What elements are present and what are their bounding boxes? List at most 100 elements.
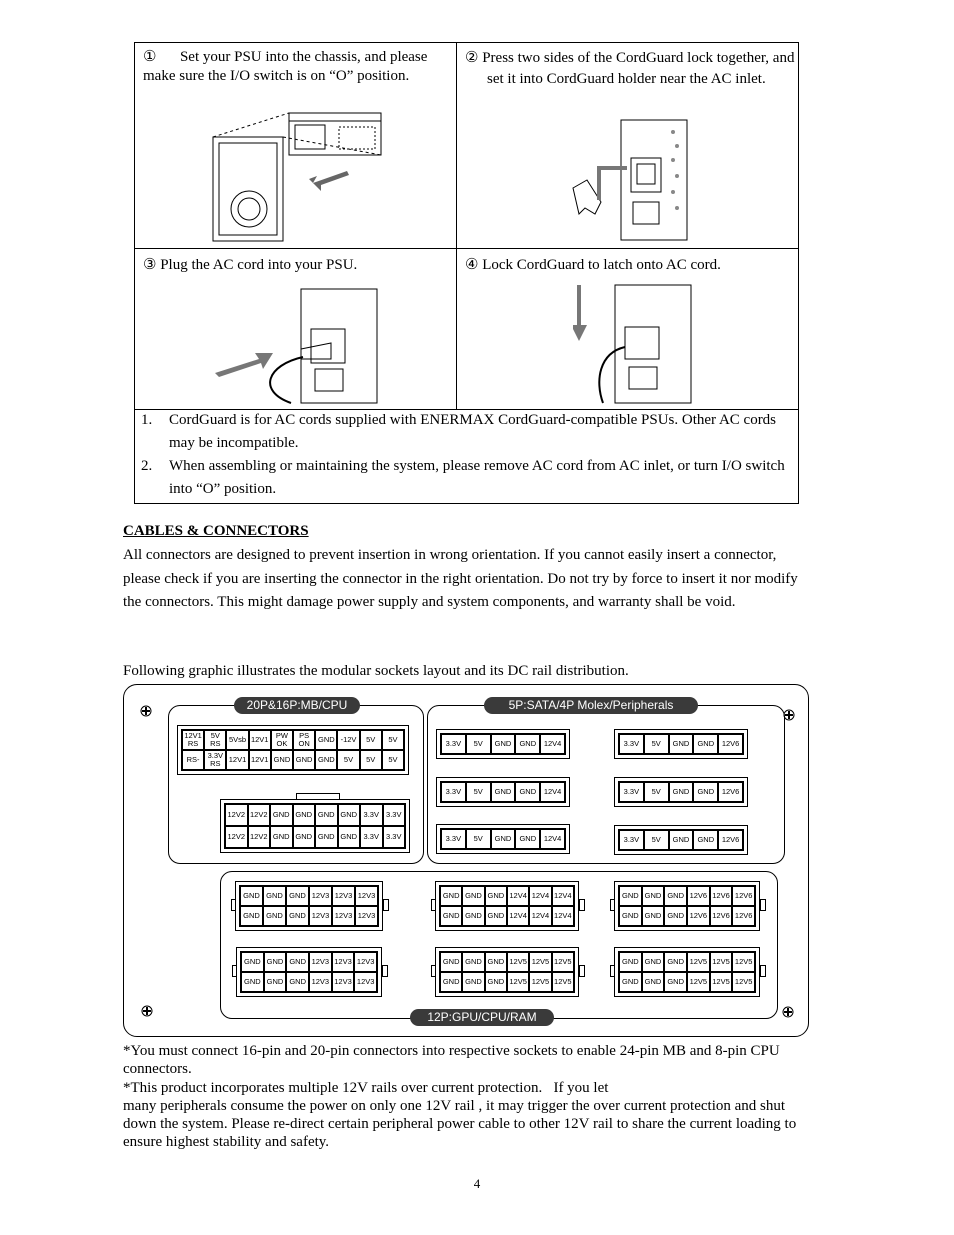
footnote-rails-line1: *This product incorporates multiple 12V … — [123, 1080, 609, 1096]
table-divider — [456, 43, 457, 409]
cpu-16pin-socket: 12V2 12V2 GND GND GND GND 3.3V 3.3V 12V2… — [220, 799, 410, 853]
note-item: 2. When assembling or maintaining the sy… — [141, 458, 785, 497]
pin: 12V1 — [248, 730, 271, 750]
pin: GND — [484, 906, 507, 926]
pin: 12V4 — [540, 782, 565, 802]
pin: GND — [664, 972, 688, 992]
pin: GND — [641, 886, 665, 906]
mb-20pin-socket: 12V1 RS 5V RS 5Vsb 12V1 PW OK PS ON GND … — [177, 725, 409, 775]
pin-row: GND GND GND 12V6 12V6 12V6 — [619, 906, 756, 926]
pin: 12V3 — [332, 886, 355, 906]
pin: GND — [293, 750, 316, 770]
pin: GND — [668, 782, 694, 802]
pin: GND — [337, 826, 360, 848]
step-text: Lock CordGuard to latch onto AC cord. — [482, 257, 721, 273]
pin: 12V3 — [354, 952, 378, 972]
pin: GND — [484, 952, 507, 972]
pin: GND — [619, 906, 642, 926]
gpu-12pin-socket: GND GND GND 12V5 12V5 12V5 GND GND GND 1… — [614, 947, 760, 997]
pin: 12V5 — [687, 972, 710, 992]
step-text: Press two sides of the CordGuard lock to… — [482, 50, 795, 87]
pin: GND — [240, 886, 263, 906]
pin: 5V — [465, 734, 491, 754]
pin: 12V5 — [551, 972, 574, 992]
pin-row: 3.3V 5V GND GND 12V4 — [441, 782, 565, 802]
pin-row: GND GND GND 12V3 12V3 12V3 — [240, 906, 378, 926]
pin: 5V — [643, 782, 669, 802]
pin: 5V — [359, 730, 382, 750]
pin: GND — [619, 952, 642, 972]
pin: GND — [241, 972, 264, 992]
pin: 12V5 — [687, 952, 710, 972]
pin: 5V — [465, 782, 491, 802]
pin: GND — [315, 750, 338, 770]
pin: GND — [240, 906, 263, 926]
pin-row: GND GND GND 12V3 12V3 12V3 — [241, 952, 378, 972]
pin: GND — [693, 782, 719, 802]
pin: GND — [263, 952, 287, 972]
pin: GND — [664, 952, 688, 972]
pin: GND — [270, 804, 293, 826]
pin: 12V3 — [355, 906, 378, 926]
pin: 5V — [643, 734, 669, 754]
pin: GND — [263, 906, 286, 926]
label-mb-cpu: 20P&16P:MB/CPU — [234, 697, 360, 714]
pin: GND — [462, 972, 485, 992]
screw-icon — [782, 1006, 794, 1018]
screw-icon — [140, 705, 152, 717]
pin: 12V5 — [506, 972, 530, 992]
peripheral-socket: 3.3V 5V GND GND 12V6 — [614, 777, 748, 807]
pin-row: GND GND GND 12V3 12V3 12V3 — [241, 972, 378, 992]
peripheral-socket: 3.3V 5V GND GND 12V4 — [436, 729, 570, 759]
step-text: Set your PSU into the chassis, and pleas… — [143, 49, 428, 84]
pin-row: 3.3V 5V GND GND 12V4 — [441, 734, 565, 754]
gpu-12pin-socket: GND GND GND 12V4 12V4 12V4 GND GND GND 1… — [435, 881, 579, 931]
pin: GND — [263, 886, 286, 906]
note-item: 1. CordGuard is for AC cords supplied wi… — [141, 412, 777, 451]
step-text: Plug the AC cord into your PSU. — [160, 257, 358, 273]
pin: GND — [693, 734, 719, 754]
pin: 12V4 — [506, 886, 530, 906]
pin: 12V4 — [551, 906, 574, 926]
pin-row: 3.3V 5V GND GND 12V6 — [619, 782, 743, 802]
psu-install-illustration — [212, 112, 382, 242]
pin: GND — [641, 972, 665, 992]
pin-row: GND GND GND 12V5 12V5 12V5 — [619, 972, 756, 992]
pin: PS ON — [293, 730, 316, 750]
pin: GND — [440, 952, 463, 972]
pin: 12V6 — [732, 906, 756, 926]
pin: GND — [515, 734, 541, 754]
pin: 12V6 — [718, 782, 743, 802]
pin: 12V6 — [709, 886, 733, 906]
pin: RS- — [182, 750, 205, 770]
pin: 12V2 — [225, 826, 248, 848]
socket-latch — [382, 965, 388, 977]
socket-latch — [383, 899, 389, 911]
connectors-paragraph: All connectors are designed to prevent i… — [123, 547, 798, 610]
pin-row: 12V1 RS 5V RS 5Vsb 12V1 PW OK PS ON GND … — [182, 730, 405, 750]
pin: 12V5 — [529, 952, 552, 972]
pin-row: GND GND GND 12V5 12V5 12V5 — [440, 952, 574, 972]
pin: 12V4 — [540, 734, 565, 754]
pin: GND — [292, 826, 315, 848]
pin: GND — [641, 952, 665, 972]
pin: GND — [337, 804, 360, 826]
pin: 12V5 — [551, 952, 574, 972]
socket-latch — [579, 965, 585, 977]
pin: GND — [315, 730, 338, 750]
pin: 3.3V — [441, 734, 466, 754]
pin: GND — [484, 886, 507, 906]
pin: 5V — [381, 750, 405, 770]
pin: 12V6 — [687, 906, 710, 926]
pin: GND — [664, 886, 688, 906]
pin: 3.3V — [619, 734, 644, 754]
pin: 12V1 RS — [182, 730, 205, 750]
pin: GND — [664, 906, 688, 926]
table-divider — [135, 409, 798, 410]
pin-row: 12V2 12V2 GND GND GND GND 3.3V 3.3V — [225, 826, 405, 848]
pin: -12V — [337, 730, 360, 750]
diagram-intro: Following graphic illustrates the modula… — [123, 663, 629, 679]
label-sata-peripherals: 5P:SATA/4P Molex/Peripherals — [484, 697, 698, 714]
pin: GND — [462, 906, 485, 926]
pin: GND — [440, 886, 463, 906]
